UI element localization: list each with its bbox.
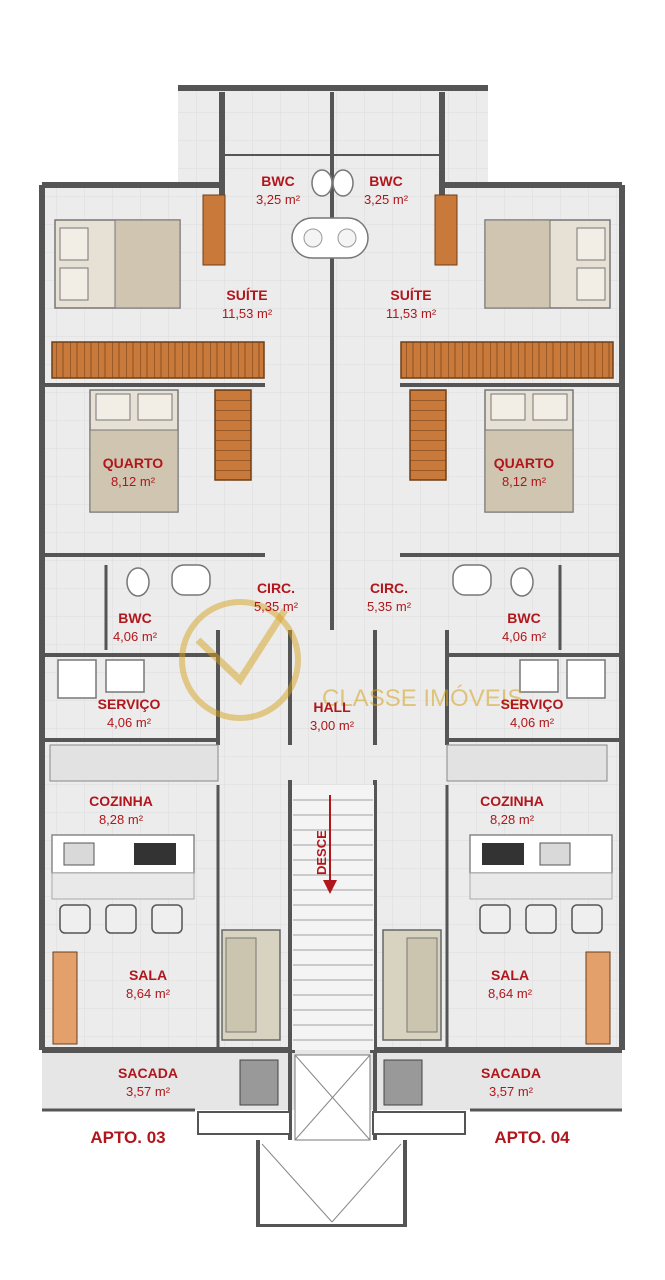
- room-area-left-1: 11,53 m²: [222, 306, 273, 321]
- closet: [409, 389, 447, 481]
- room-labels: BWC 3,25 m² SUÍTE 11,53 m² QUARTO 8,12 m² CIRC…: [89, 173, 563, 1099]
- room-name-left-2: QUARTO: [103, 455, 164, 471]
- room-area-left-3: 5,35 m²: [254, 599, 299, 614]
- room-area-right-6: 8,28 m²: [490, 812, 535, 827]
- room-area-left-7: 8,64 m²: [126, 986, 171, 1001]
- room-name-right-2: QUARTO: [494, 455, 555, 471]
- room-name-left-1: SUÍTE: [226, 287, 267, 303]
- stairs-label: DESCE: [314, 830, 329, 875]
- watermark: CLASSE IMÓVEIS: [179, 599, 523, 721]
- room-area-right-5: 4,06 m²: [510, 715, 555, 730]
- room-name-right-7: SALA: [491, 967, 529, 983]
- room-name-right-1: SUÍTE: [390, 287, 431, 303]
- room-area-right-4: 4,06 m²: [502, 629, 547, 644]
- room-name-right-8: SACADA: [481, 1065, 541, 1081]
- room-name-left-5: SERVIÇO: [98, 696, 161, 712]
- room-name-right-4: BWC: [507, 610, 540, 626]
- room-name-left-4: BWC: [118, 610, 151, 626]
- room-area-hall: 3,00 m²: [310, 718, 355, 733]
- room-area-left-4: 4,06 m²: [113, 629, 158, 644]
- room-name-right-0: BWC: [369, 173, 402, 189]
- room-name-right-3: CIRC.: [370, 580, 408, 596]
- walls: [39, 85, 625, 1227]
- room-area-left-2: 8,12 m²: [111, 474, 156, 489]
- room-name-hall: HALL: [313, 699, 351, 715]
- wardrobe: [400, 341, 614, 379]
- unit-label-apto-04: APTO. 04: [494, 1128, 570, 1147]
- room-area-left-6: 8,28 m²: [99, 812, 144, 827]
- room-name-left-8: SACADA: [118, 1065, 178, 1081]
- room-area-right-7: 8,64 m²: [488, 986, 533, 1001]
- watermark-brand: CLASSE IMÓVEIS: [322, 685, 523, 712]
- wardrobe: [51, 341, 265, 379]
- furniture: [49, 169, 614, 1135]
- stairs: DESCE: [260, 785, 403, 1224]
- room-name-left-7: SALA: [129, 967, 167, 983]
- room-name-right-6: COZINHA: [480, 793, 544, 809]
- room-area-right-1: 11,53 m²: [386, 306, 437, 321]
- room-name-right-5: SERVIÇO: [501, 696, 564, 712]
- room-name-left-0: BWC: [261, 173, 294, 189]
- unit-label-apto-03: APTO. 03: [90, 1128, 165, 1147]
- room-area-right-2: 8,12 m²: [502, 474, 547, 489]
- room-area-left-0: 3,25 m²: [256, 192, 301, 207]
- room-area-left-8: 3,57 m²: [126, 1084, 171, 1099]
- room-area-left-5: 4,06 m²: [107, 715, 152, 730]
- room-area-right-8: 3,57 m²: [489, 1084, 534, 1099]
- room-name-left-6: COZINHA: [89, 793, 153, 809]
- room-area-right-3: 5,35 m²: [367, 599, 412, 614]
- room-area-right-0: 3,25 m²: [364, 192, 409, 207]
- closet: [214, 389, 252, 481]
- room-name-left-3: CIRC.: [257, 580, 295, 596]
